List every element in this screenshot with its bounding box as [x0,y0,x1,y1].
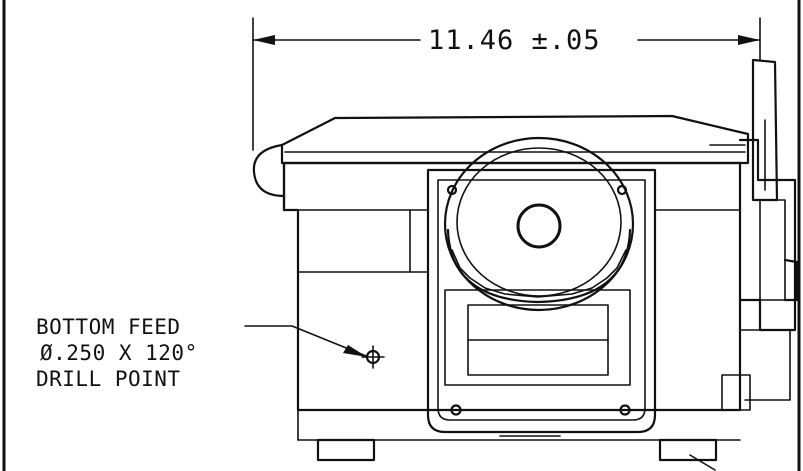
knob-skirt [446,228,632,304]
callout-note: BOTTOM FEED Ø.250 X 120° DRILL POINT [36,315,198,391]
clamp-latch [721,374,751,411]
pump-frame-inner [437,179,646,421]
foot-left [316,438,376,462]
clamp-body [738,138,797,332]
clamp-lower [739,329,791,401]
clamp-tab [783,258,799,302]
drill-point-marker [361,345,385,369]
lid-rounded-front [252,143,286,198]
knob-center-hole [516,203,562,249]
leader-arrowhead [343,345,367,357]
pump-window [444,289,631,386]
side-clamp [709,58,799,411]
mounting-screw-right [619,404,631,416]
callout-leader [244,325,367,357]
base-outline [282,161,742,412]
mounting-screw-left [450,404,462,416]
knob-grip-ridge [451,249,627,298]
knob-outer [443,136,635,312]
enclosure-base [282,161,742,462]
lid-top [280,114,750,165]
foot-right [658,438,718,462]
callout-line-2: Ø.250 X 120° [40,341,198,365]
callout-line-3: DRILL POINT [36,367,181,391]
dimension-arrow-left [253,35,275,45]
pump-frame [426,168,657,434]
overall-width-dimension: 11.46 ±.05 [252,17,761,151]
pump-housing [426,168,657,434]
callout-line-1: BOTTOM FEED [36,315,181,339]
dimension-arrow-right [738,35,760,45]
leader-line [244,325,367,357]
clamp-slot [759,199,786,301]
pump-knob [443,136,635,312]
knob-face [456,147,622,297]
bottom-leader-fragment [689,454,716,471]
dimension-text: 11.46 ±.05 [428,25,601,56]
